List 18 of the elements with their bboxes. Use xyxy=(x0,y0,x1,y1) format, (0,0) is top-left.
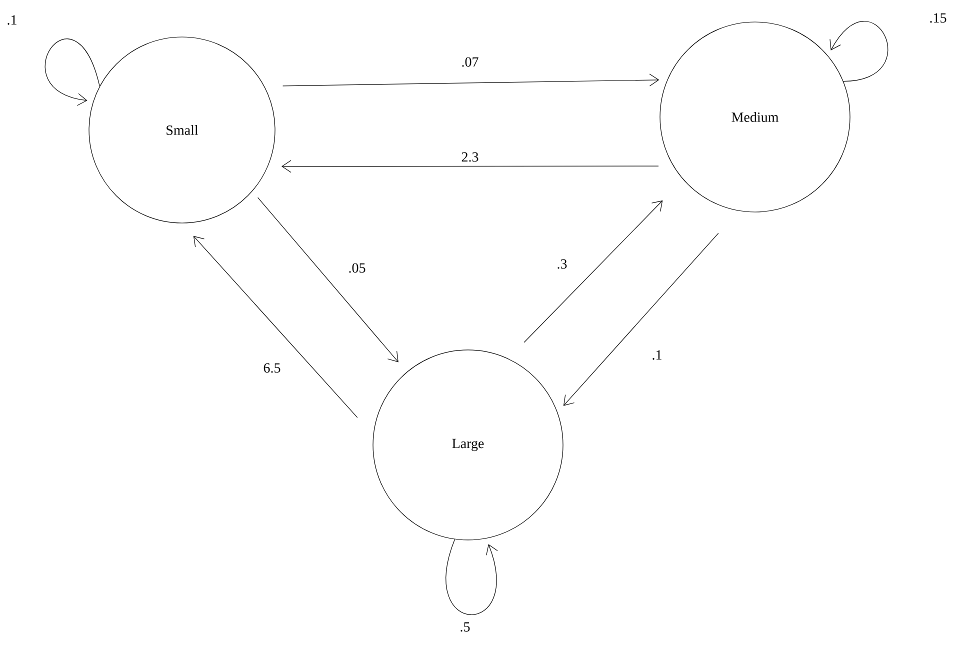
edge-label: 2.3 xyxy=(460,151,480,163)
edge-label: .3 xyxy=(556,258,568,270)
edge-label: .07 xyxy=(460,56,480,68)
arrow xyxy=(258,197,398,362)
self-loop-arrow xyxy=(44,38,100,106)
edge-label: .05 xyxy=(347,262,367,274)
arrow xyxy=(524,200,663,343)
arrow xyxy=(193,236,358,418)
arrow xyxy=(281,160,659,173)
edge-label: 6.5 xyxy=(262,362,282,374)
arrow xyxy=(282,74,660,86)
self-loop-arrow xyxy=(446,539,498,616)
self-loop-arrow xyxy=(830,21,888,82)
edge-label: .1 xyxy=(6,14,18,26)
edge-label: .15 xyxy=(928,12,948,24)
arrow xyxy=(563,232,719,406)
edge-label: .5 xyxy=(458,621,472,633)
edge-label: .1 xyxy=(650,349,664,361)
